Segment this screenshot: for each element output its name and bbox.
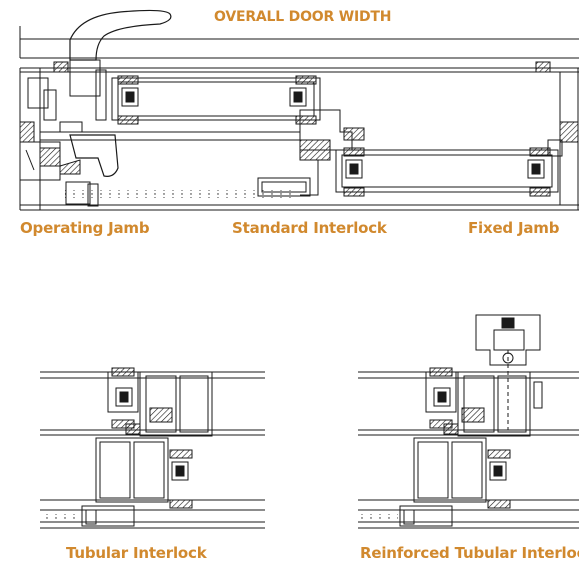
tubular-interlock-drawing [40,367,265,529]
operating-jamb-label: Operating Jamb [20,219,150,237]
standard-interlock-label: Standard Interlock [232,219,387,237]
fixed-jamb-label: Fixed Jamb [468,219,560,237]
overall-door-width-label: OVERALL DOOR WIDTH [214,9,392,25]
overall-width-dimension [19,26,579,59]
tubular-interlock-label: Tubular Interlock [66,544,207,562]
top-assembly [19,9,579,211]
reinforced-tubular-interlock-label: Reinforced Tubular Interlock [360,544,579,562]
reinforced-tubular-interlock-drawing [358,314,579,529]
